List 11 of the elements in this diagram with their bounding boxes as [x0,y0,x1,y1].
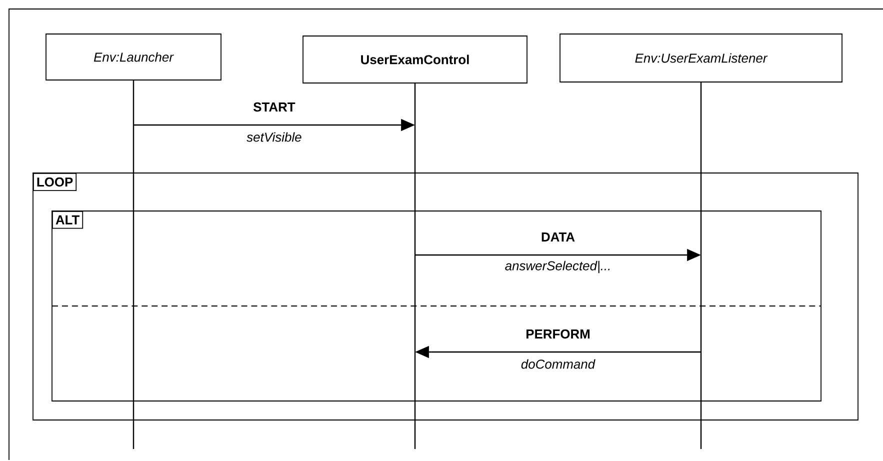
method-label: setVisible [246,132,302,142]
message-name: PERFORM [526,329,590,339]
method-label: answerSelected|... [505,260,610,274]
message-name: START [253,102,296,112]
fragment-tag: LOOP [33,173,77,192]
message-name: DATA [542,232,575,242]
participant-box: Env:Launcher [46,34,222,80]
participant-box: UserExamControl [302,36,528,84]
fragment-tag: ALT [52,211,84,229]
method-label: doCommand [521,359,596,369]
participant-box: Env:UserExamListener [560,34,842,82]
